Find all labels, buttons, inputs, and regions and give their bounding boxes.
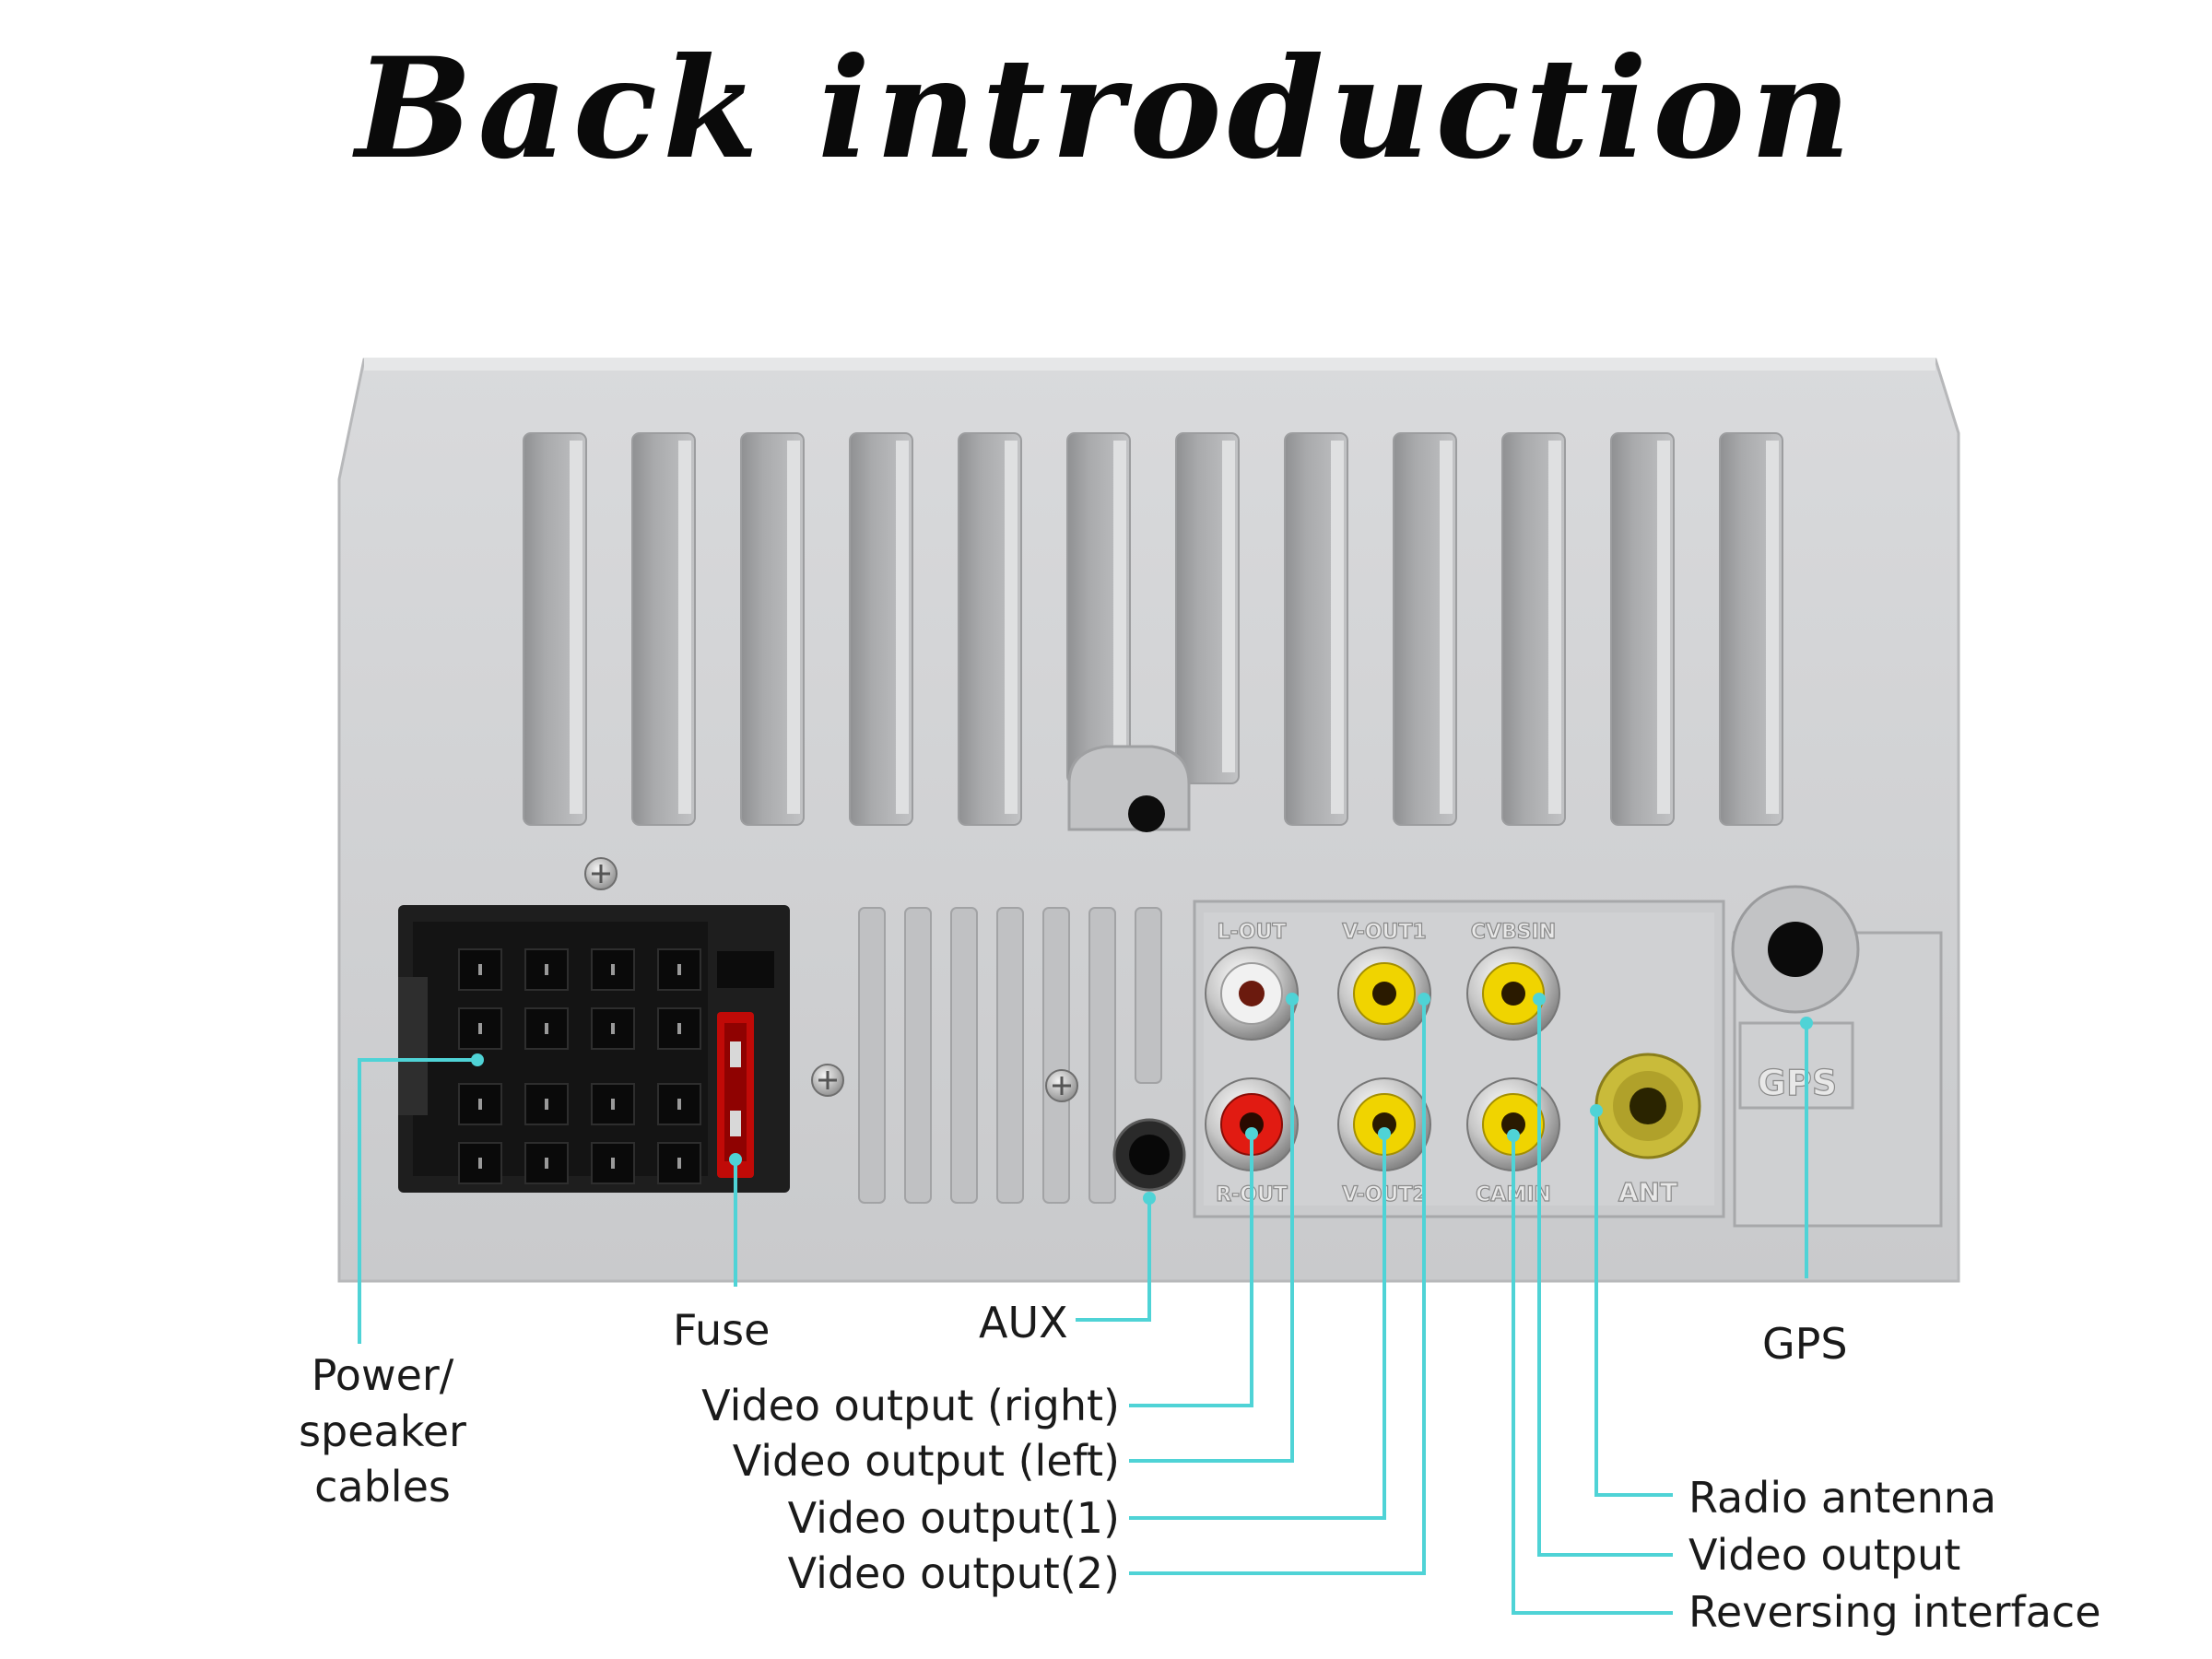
connector-pin: [591, 1142, 635, 1184]
leader-video-1: [1129, 1134, 1386, 1520]
connector-pin: [458, 1083, 502, 1125]
connector-pin: [524, 1142, 569, 1184]
label-power-speaker-cables: Power/ speaker cables: [299, 1350, 466, 1512]
rca-plate: [1193, 900, 1725, 1218]
screw: [811, 1064, 844, 1097]
lower-fin: [950, 907, 978, 1204]
leader-radio: [1594, 1111, 1673, 1497]
lower-fin: [1135, 907, 1162, 1084]
vout1-marking: V-OUT1: [1342, 921, 1426, 944]
leader-power: [358, 1058, 477, 1344]
fuse: [717, 1012, 754, 1178]
lower-fin: [858, 907, 886, 1204]
label-video-output-left: Video output (left): [732, 1436, 1120, 1486]
leader-dots: [471, 993, 1813, 1205]
fin-slot: [1393, 432, 1457, 826]
fin-slot: [849, 432, 913, 826]
leader-lines: [358, 999, 1808, 1615]
lower-fin: [1042, 907, 1070, 1204]
connector-pin: [524, 948, 569, 991]
lower-fin: [904, 907, 932, 1204]
fin-slot: [1175, 432, 1240, 784]
gps-block: [1731, 885, 1943, 1228]
fin-slot: [1719, 432, 1783, 826]
connector-pin: [657, 1083, 701, 1125]
fin-slot: [1066, 432, 1131, 784]
connector-pin: [591, 948, 635, 991]
lower-fin: [996, 907, 1024, 1204]
aux-jack: [1112, 1118, 1186, 1192]
connector-pins: [458, 948, 701, 1184]
screw: [1045, 1069, 1078, 1102]
connector-pin: [591, 1007, 635, 1050]
leader-video-2: [1129, 999, 1426, 1575]
lower-fins: [858, 907, 1162, 1204]
gps-marking: GPS: [1758, 1063, 1837, 1103]
label-video-output: Video output: [1688, 1530, 1961, 1580]
antenna-jack: [1594, 1053, 1701, 1159]
label-video-output-2: Video output(2): [787, 1548, 1120, 1598]
connector-pin: [458, 1007, 502, 1050]
connector-pin: [657, 948, 701, 991]
connector-pin: [591, 1083, 635, 1125]
rca-camin: [1466, 1077, 1560, 1171]
rca-lout: [1205, 947, 1299, 1041]
connector-pin: [657, 1007, 701, 1050]
leader-video-left: [1129, 999, 1294, 1463]
fin-slot: [958, 432, 1022, 826]
label-radio-antenna: Radio antenna: [1688, 1473, 1997, 1523]
cooling-fins: [523, 432, 1783, 826]
page-title: Back introduction: [355, 28, 1857, 190]
fin-slot: [740, 432, 805, 826]
leader-video-output: [1537, 999, 1673, 1557]
lower-fin: [1088, 907, 1116, 1204]
leader-video-right: [1129, 1134, 1253, 1407]
connector-pin: [524, 1007, 569, 1050]
lout-marking: L-OUT: [1218, 921, 1287, 944]
screw: [584, 857, 618, 890]
leader-aux: [1076, 1198, 1151, 1322]
fin-slot: [523, 432, 587, 826]
label-reversing-interface: Reversing interface: [1688, 1587, 2101, 1637]
rca-cvbsin: [1466, 947, 1560, 1041]
ant-marking: ANT: [1618, 1177, 1677, 1207]
cvbsin-marking: CVBSIN: [1471, 921, 1556, 944]
label-video-output-right: Video output (right): [701, 1381, 1120, 1430]
power-connector: [398, 905, 790, 1193]
label-aux: AUX: [979, 1298, 1068, 1347]
label-video-output-1: Video output(1): [787, 1493, 1120, 1543]
label-fuse: Fuse: [673, 1305, 771, 1355]
mounting-hole: [1067, 745, 1191, 832]
connector-pin: [458, 948, 502, 991]
fin-slot: [1284, 432, 1348, 826]
rca-vout1: [1337, 947, 1431, 1041]
fin-slot: [1610, 432, 1675, 826]
connector-pin: [458, 1142, 502, 1184]
fin-slot: [1501, 432, 1566, 826]
leader-reversing: [1512, 1135, 1673, 1615]
fin-slot: [631, 432, 696, 826]
connector-pin: [524, 1083, 569, 1125]
connector-pin: [657, 1142, 701, 1184]
label-gps: GPS: [1762, 1319, 1848, 1369]
